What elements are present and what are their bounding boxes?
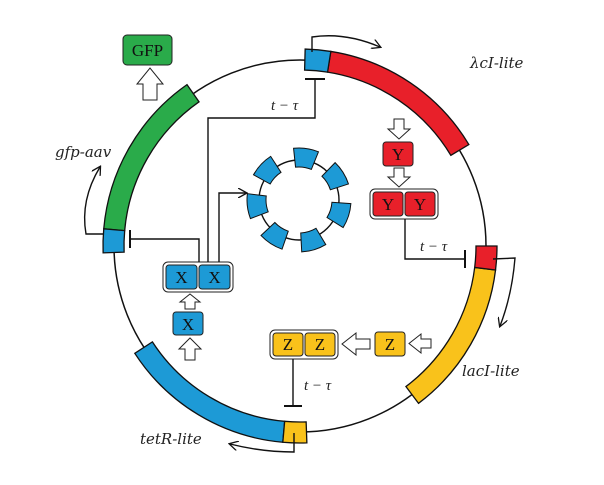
gene-label-tet: tetR-lite — [140, 430, 202, 448]
x-aggregation-arrow — [218, 193, 246, 262]
x-repression-line-gfp — [130, 238, 200, 262]
gfp-protein-box — [122, 34, 173, 66]
hollow-arrow-icon — [341, 331, 371, 357]
gene-gfp — [103, 83, 200, 232]
hollow-arrow-icon — [386, 167, 412, 188]
x-repression-line-lambda — [207, 79, 316, 262]
x-dimer-label: X — [208, 268, 220, 287]
x-dimer-unit — [198, 264, 231, 290]
gfp-transcription-arrow — [83, 167, 104, 235]
hollow-arrow-icon — [135, 67, 165, 101]
promoter-gfp — [102, 228, 126, 254]
y-dimer-unit — [404, 191, 436, 217]
z-dimer-unit — [272, 332, 304, 357]
hollow-arrow-icon — [408, 332, 432, 355]
ring-protein-block — [326, 201, 352, 229]
z-dimer-unit — [304, 332, 336, 357]
y-repression-line — [404, 219, 465, 260]
x-dimer-unit — [165, 264, 198, 290]
ring-protein-block — [246, 193, 269, 220]
y-dimer-unit — [372, 191, 404, 217]
delay-label-y: t − τ — [420, 239, 448, 255]
z-dimer-label: Z — [283, 335, 293, 354]
promoter-lambda — [303, 48, 332, 73]
tet-transcription-arrow — [230, 433, 295, 453]
y-monomer-box — [382, 141, 414, 167]
y-monomer-label: Y — [392, 145, 404, 164]
gene-label-lac: lacI-lite — [462, 362, 520, 380]
lac-transcription-arrow — [492, 257, 516, 326]
ring-protein-block — [260, 221, 289, 250]
gene-label-lambda: λcI-lite — [469, 54, 524, 72]
promoter-lac — [473, 245, 498, 271]
promoter-tet — [282, 420, 308, 444]
z-dimer-label: Z — [315, 335, 325, 354]
gene-lambda — [326, 50, 470, 157]
y-dimer-label: Y — [382, 195, 394, 214]
x-monomer-box — [172, 311, 204, 336]
x-dimer-label: X — [175, 268, 187, 287]
gene-label-gfp: gfp-aav — [55, 143, 112, 161]
ring-protein-block — [300, 227, 327, 253]
x-monomer-label: X — [182, 315, 194, 334]
ring-protein-block — [252, 155, 282, 185]
ring-protein-block — [321, 161, 350, 191]
hollow-arrow-icon — [177, 337, 203, 361]
ring-protein-block — [293, 147, 320, 171]
hollow-arrow-icon — [178, 293, 202, 310]
z-monomer-box — [374, 331, 406, 357]
delay-label-z: t − τ — [304, 378, 332, 394]
lambda-transcription-arrow — [311, 35, 380, 52]
gene-lac — [405, 266, 497, 405]
gfp-protein-label: GFP — [132, 41, 163, 60]
z-monomer-label: Z — [385, 335, 395, 354]
delay-label-x: t − τ — [271, 98, 299, 114]
y-dimer-label: Y — [414, 195, 426, 214]
hollow-arrow-icon — [386, 118, 412, 140]
gene-tet — [133, 340, 286, 443]
